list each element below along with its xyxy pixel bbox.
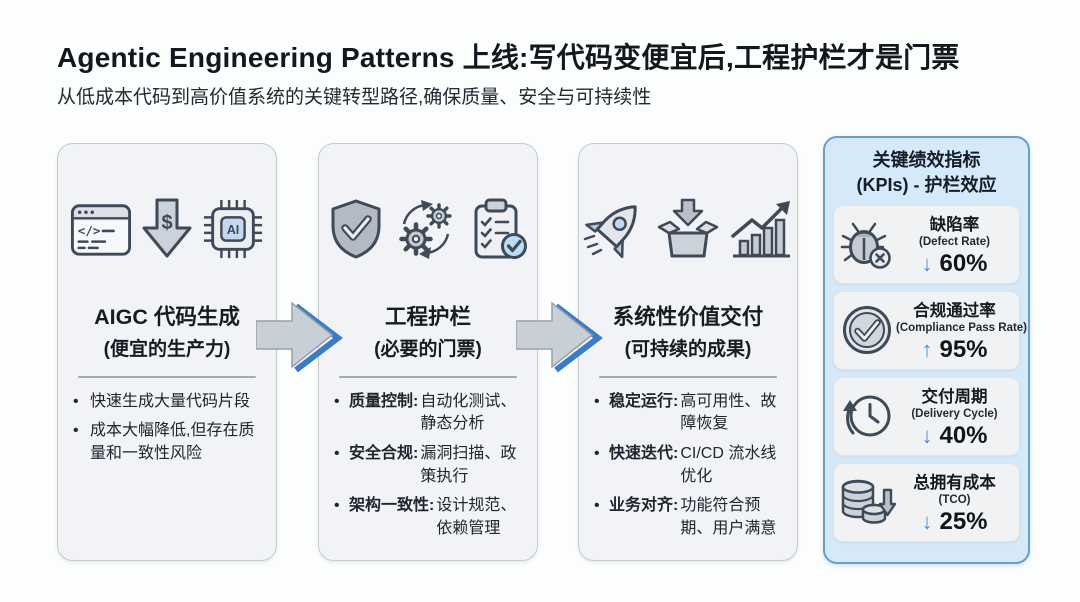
svg-text:</>: </> — [78, 222, 101, 237]
card1-title: AIGC 代码生成 — [94, 305, 240, 329]
bullet-item: 快速迭代:CI/CD 流水线优化 — [594, 443, 784, 488]
down-arrow-icon: ↓ — [921, 508, 933, 534]
down-arrow-icon: ↓ — [921, 422, 933, 448]
clock-rewind-icon — [838, 391, 896, 441]
card1-subtitle: (便宜的生产力) — [103, 339, 231, 360]
check-circle-icon — [838, 304, 896, 356]
shield-check-icon — [328, 198, 384, 265]
bug-error-icon — [838, 219, 896, 269]
coins-decrease-icon — [838, 476, 896, 528]
bullet-item: 成本大幅降低,但存在质量和一致性风险 — [73, 420, 263, 465]
kpi-name-en: (Delivery Cycle) — [911, 407, 998, 420]
svg-text:AI: AI — [227, 222, 240, 236]
kpi-value: ↓60% — [921, 249, 988, 277]
kpi-panel-title: 关键绩效指标 (KPIs) - 护栏效应 — [856, 150, 997, 195]
kpi-card-compliance-pass-rate: 合规通过率 (Compliance Pass Rate) ↑95% — [833, 290, 1028, 370]
rocket-icon — [582, 198, 648, 265]
card3-divider — [599, 376, 777, 378]
bullet-item: 质量控制:自动化测试、静态分析 — [334, 391, 524, 436]
kpi-name-en: (Defect Rate) — [919, 235, 990, 248]
card1-divider — [78, 376, 256, 378]
card2-title: 工程护栏 — [384, 305, 471, 329]
clipboard-check-icon — [468, 197, 528, 266]
page-subtitle: 从低成本代码到高价值系统的关键转型路径,确保质量、安全与可持续性 — [57, 87, 652, 108]
kpi-name-en: (TCO) — [938, 493, 971, 506]
card3-subtitle: (可持续的成果) — [624, 339, 752, 360]
flow-arrow-right-icon — [255, 297, 344, 377]
card1-bullets: 快速生成大量代码片段 成本大幅降低,但存在质量和一致性风险 — [58, 391, 276, 466]
card2-subtitle: (必要的门票) — [374, 339, 482, 360]
dollar-down-arrow-icon: $ — [141, 197, 193, 266]
card2-bullets: 质量控制:自动化测试、静态分析 安全合规:漏洞扫描、政策执行 架构一致性:设计规… — [319, 391, 537, 541]
bullet-item: 安全合规:漏洞扫描、政策执行 — [334, 443, 524, 488]
ai-chip-icon: AI — [202, 198, 264, 265]
bullet-item: 业务对齐:功能符合预期、用户满意 — [594, 495, 784, 540]
kpi-name: 交付周期 — [921, 387, 988, 406]
kpi-card-delivery-cycle: 交付周期 (Delivery Cycle) ↓40% — [833, 376, 1020, 456]
card3-bullets: 稳定运行:高可用性、故障恢复 快速迭代:CI/CD 流水线优化 业务对齐:功能符… — [579, 391, 797, 541]
card2-icon-row — [319, 194, 537, 268]
code-window-icon: </> — [70, 200, 132, 263]
page-title: Agentic Engineering Patterns 上线:写代码变便宜后,… — [57, 42, 960, 73]
kpi-value: ↓25% — [921, 507, 988, 535]
growth-chart-icon — [728, 199, 794, 264]
kpi-card-tco: 总拥有成本 (TCO) ↓25% — [833, 462, 1020, 542]
bullet-item: 架构一致性:设计规范、依赖管理 — [334, 495, 524, 540]
card3-title: 系统性价值交付 — [612, 305, 764, 329]
kpi-name: 总拥有成本 — [913, 473, 996, 492]
kpi-name: 缺陷率 — [929, 215, 980, 234]
card-aigc-code-generation: </> $ — [57, 143, 277, 561]
kpi-card-defect-rate: 缺陷率 (Defect Rate) ↓60% — [833, 204, 1020, 284]
card3-icon-row — [579, 194, 797, 268]
down-arrow-icon: ↓ — [921, 250, 933, 276]
card1-icon-row: </> $ — [58, 194, 276, 268]
up-arrow-icon: ↑ — [921, 336, 933, 362]
bullet-item: 快速生成大量代码片段 — [73, 391, 263, 414]
kpi-value: ↓40% — [921, 421, 988, 449]
kpi-name-en: (Compliance Pass Rate) — [896, 321, 1028, 334]
card-engineering-guardrails: 工程护栏 (必要的门票) 质量控制:自动化测试、静态分析 安全合规:漏洞扫描、政… — [318, 143, 538, 561]
kpi-name: 合规通过率 — [913, 301, 996, 320]
svg-text:$: $ — [161, 212, 172, 234]
card2-divider — [339, 376, 517, 378]
box-arrow-icon — [657, 197, 719, 266]
flow-arrow-right-icon — [515, 297, 604, 377]
kpi-panel: 关键绩效指标 (KPIs) - 护栏效应 — [823, 136, 1030, 564]
gears-sync-icon — [393, 197, 459, 266]
card-systematic-value-delivery: 系统性价值交付 (可持续的成果) 稳定运行:高可用性、故障恢复 快速迭代:CI/… — [578, 143, 798, 561]
bullet-item: 稳定运行:高可用性、故障恢复 — [594, 391, 784, 436]
kpi-value: ↑95% — [921, 335, 988, 363]
